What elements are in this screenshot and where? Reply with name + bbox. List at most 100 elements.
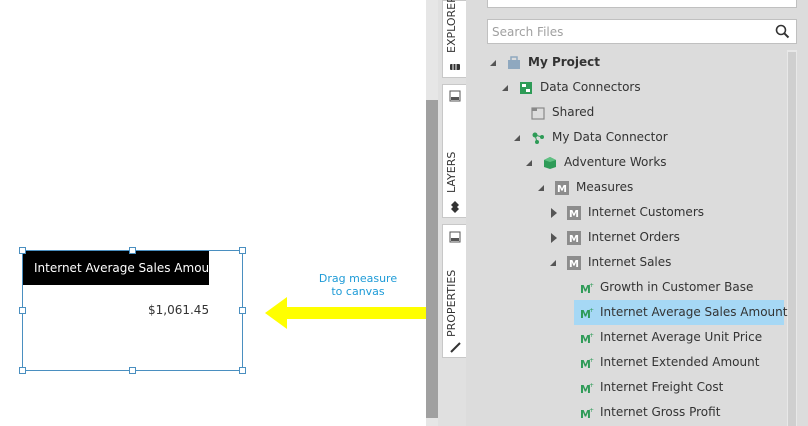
drag-arrow-icon — [265, 297, 573, 329]
widget-title: Internet Average Sales Amount — [23, 251, 221, 285]
data-connectors-icon — [520, 82, 532, 94]
tab-explorer-label: EXPLORER — [445, 0, 458, 53]
measure-group-icon: M — [567, 206, 581, 220]
resize-handle-top-right[interactable] — [239, 247, 246, 254]
tree-item-label: Adventure Works — [564, 155, 667, 169]
expand-arrow-icon[interactable] — [550, 260, 556, 266]
tree-item-measure-selected[interactable]: M+ Internet Average Sales Amount — [574, 300, 787, 325]
resize-handle-left[interactable] — [19, 307, 26, 314]
tree-item-label: Internet Orders — [588, 230, 680, 244]
connector-icon — [532, 132, 544, 144]
canvas-scrollbar-thumb[interactable] — [426, 100, 438, 418]
tree-item-label: Internet Gross Profit — [600, 405, 721, 419]
tree-item-internet-sales[interactable]: M Internet Sales — [550, 250, 780, 275]
tree-item-label: Data Connectors — [540, 80, 641, 94]
tree-item-my-project[interactable]: My Project — [490, 50, 780, 75]
tree-item-measures[interactable]: M Measures — [538, 175, 780, 200]
expand-arrow-icon[interactable] — [551, 208, 557, 218]
tree-item-my-data-connector[interactable]: My Data Connector — [514, 125, 780, 150]
search-input[interactable] — [492, 23, 762, 40]
resize-handle-right[interactable] — [239, 307, 246, 314]
measure-group-icon: M — [567, 231, 581, 245]
expand-arrow-icon[interactable] — [526, 160, 532, 166]
tree-item-label: Measures — [576, 180, 634, 194]
svg-text:+: + — [589, 282, 594, 289]
svg-text:M: M — [580, 308, 591, 320]
tree-item-label: Internet Extended Amount — [600, 355, 760, 369]
svg-text:+: + — [589, 307, 594, 314]
shared-folder-icon — [531, 107, 545, 120]
measure-icon: M+ — [580, 382, 594, 395]
tree-item-shared[interactable]: Shared — [514, 100, 780, 125]
tree-item-label: Internet Freight Cost — [600, 380, 724, 394]
resize-handle-top[interactable] — [129, 247, 136, 254]
tree-item-label: My Project — [528, 55, 600, 69]
svg-text:M: M — [580, 358, 591, 370]
selection-highlight — [574, 300, 784, 325]
svg-text:+: + — [589, 332, 594, 339]
panel-header-box — [487, 0, 797, 8]
svg-text:M: M — [569, 209, 579, 220]
tree-scrollbar-thumb[interactable] — [788, 52, 796, 426]
tree-item-measure[interactable]: M+ Internet Average Unit Price — [578, 325, 780, 350]
tree-item-label: My Data Connector — [552, 130, 668, 144]
tree-item-measure[interactable]: M+ Growth in Customer Base — [578, 275, 780, 300]
project-icon — [508, 56, 520, 69]
measure-group-icon: M — [555, 181, 569, 195]
expand-arrow-icon[interactable] — [538, 185, 544, 191]
tree-item-internet-customers[interactable]: M Internet Customers — [550, 200, 780, 225]
tree-item-measure[interactable]: M+ Internet Freight Cost — [578, 375, 780, 400]
tree-item-label: Growth in Customer Base — [600, 280, 754, 294]
svg-text:M: M — [569, 234, 579, 245]
tree-item-adventure-works[interactable]: Adventure Works — [526, 150, 780, 175]
tree-item-measure[interactable]: M+ Internet Extended Amount — [578, 350, 780, 375]
tab-layers-label: LAYERS — [445, 151, 458, 193]
resize-handle-bottom-right[interactable] — [239, 367, 246, 374]
tree-item-data-connectors[interactable]: Data Connectors — [502, 75, 780, 100]
tree-item-label: Internet Sales — [588, 255, 672, 269]
brush-icon — [450, 342, 461, 353]
svg-text:M: M — [557, 184, 567, 195]
expand-arrow-icon[interactable] — [514, 135, 520, 141]
tree-item-internet-orders[interactable]: M Internet Orders — [550, 225, 780, 250]
svg-text:M: M — [580, 383, 591, 395]
search-icon[interactable] — [775, 24, 790, 39]
measure-widget[interactable]: Internet Average Sales Amount $1,061.45 — [19, 247, 246, 374]
svg-text:+: + — [589, 407, 594, 414]
measure-icon: M+ — [580, 407, 594, 420]
tab-properties[interactable]: PROPERTIES — [442, 224, 466, 358]
expand-arrow-icon[interactable] — [502, 85, 508, 91]
measure-icon: M+ — [580, 332, 594, 345]
tree-item-label: Internet Customers — [588, 205, 705, 219]
tree-item-label: Internet Average Unit Price — [600, 330, 763, 344]
search-box[interactable] — [487, 19, 797, 44]
measure-icon: M+ — [580, 357, 594, 370]
drag-annotation-label: Drag measure to canvas — [318, 272, 398, 298]
measure-icon: M+ — [580, 282, 594, 295]
explorer-panel — [466, 0, 808, 426]
tree-item-label: Shared — [552, 105, 595, 119]
measure-group-icon: M — [567, 256, 581, 270]
svg-text:M: M — [580, 333, 591, 345]
tab-explorer[interactable]: EXPLORER — [442, 0, 466, 78]
database-icon — [450, 64, 460, 70]
tab-properties-label: PROPERTIES — [445, 269, 458, 337]
svg-text:M: M — [569, 259, 579, 270]
svg-text:+: + — [589, 382, 594, 389]
expand-arrow-icon[interactable] — [551, 233, 557, 243]
measure-icon: M+ — [580, 307, 594, 320]
resize-handle-bottom-left[interactable] — [19, 367, 26, 374]
svg-text:+: + — [589, 357, 594, 364]
resize-handle-bottom[interactable] — [129, 367, 136, 374]
svg-text:M: M — [580, 408, 591, 420]
collapse-panel-icon — [449, 90, 461, 102]
tree-item-measure[interactable]: M+ Internet Gross Profit — [578, 400, 780, 425]
resize-handle-top-left[interactable] — [19, 247, 26, 254]
drag-annotation-line1: Drag measure — [318, 272, 398, 285]
drag-annotation-line2: to canvas — [331, 285, 385, 298]
collapse-panel-icon — [449, 231, 461, 243]
tab-layers[interactable]: LAYERS — [442, 84, 466, 218]
widget-value: $1,061.45 — [148, 303, 210, 317]
expand-arrow-icon[interactable] — [490, 60, 496, 66]
svg-text:M: M — [580, 283, 591, 295]
